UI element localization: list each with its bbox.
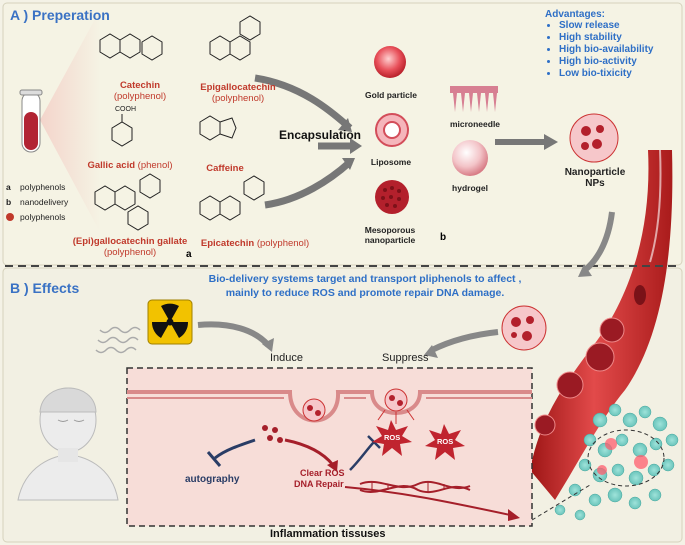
advantage-item: Low bio-tixicity (559, 68, 685, 80)
clear-ros-label: Clear ROS (300, 468, 345, 478)
advantage-item: High bio-availability (559, 44, 685, 56)
legend-row-dot: polyphenols (20, 212, 66, 222)
autography-label: autography (185, 474, 240, 485)
dna-repair-label: DNA Repair (294, 479, 344, 489)
compound-epigallocatechin: Epigallocatechin (polyphenol) (200, 82, 276, 104)
cooh-label: COOH (115, 106, 136, 113)
advantage-item: High stability (559, 32, 685, 44)
compound-catechin: Catechin (polyphenol) (113, 80, 167, 102)
compound-gallic-acid: Gallic acid (phenol) (87, 160, 173, 171)
advantage-item: High bio-activity (559, 56, 685, 68)
hydrogel-label: hydrogel (452, 183, 488, 193)
tag-a: a (186, 249, 192, 260)
inflammation-label: Inflammation tissuses (270, 528, 386, 540)
ros-label-2: ROS (437, 437, 454, 446)
compound-caffeine: Caffeine (206, 163, 244, 174)
ros-label-1: ROS (384, 433, 401, 442)
section-b-title: B ) Effects (10, 280, 80, 296)
advantages-list: Advantages: Slow release High stability … (545, 9, 685, 80)
suppress-label: Suppress (382, 352, 429, 364)
compound-epicatechin: Epicatechin (polyphenol) (200, 238, 310, 249)
mesoporous-label: Mesoporous nanoparticle (364, 225, 416, 245)
effects-description: Bio-delivery systems target and transpor… (208, 273, 522, 299)
compound-egcg: (Epi)gallocatechin gallate (polyphenol) (72, 236, 188, 258)
induce-label: Induce (270, 352, 304, 364)
liposome-label: Liposome (370, 157, 412, 167)
microneedle-label: microneedle (449, 119, 501, 129)
advantages-title: Advantages: (545, 9, 606, 20)
tag-b: b (440, 232, 447, 243)
section-a-title: A ) Preperation (10, 7, 110, 23)
gold-particle-label: Gold particle (365, 90, 417, 100)
encapsulation-label: Encapsulation (279, 128, 362, 142)
nanoparticle-label: Nanoparticle NPs (564, 167, 626, 189)
advantage-item: Slow release (559, 20, 685, 32)
